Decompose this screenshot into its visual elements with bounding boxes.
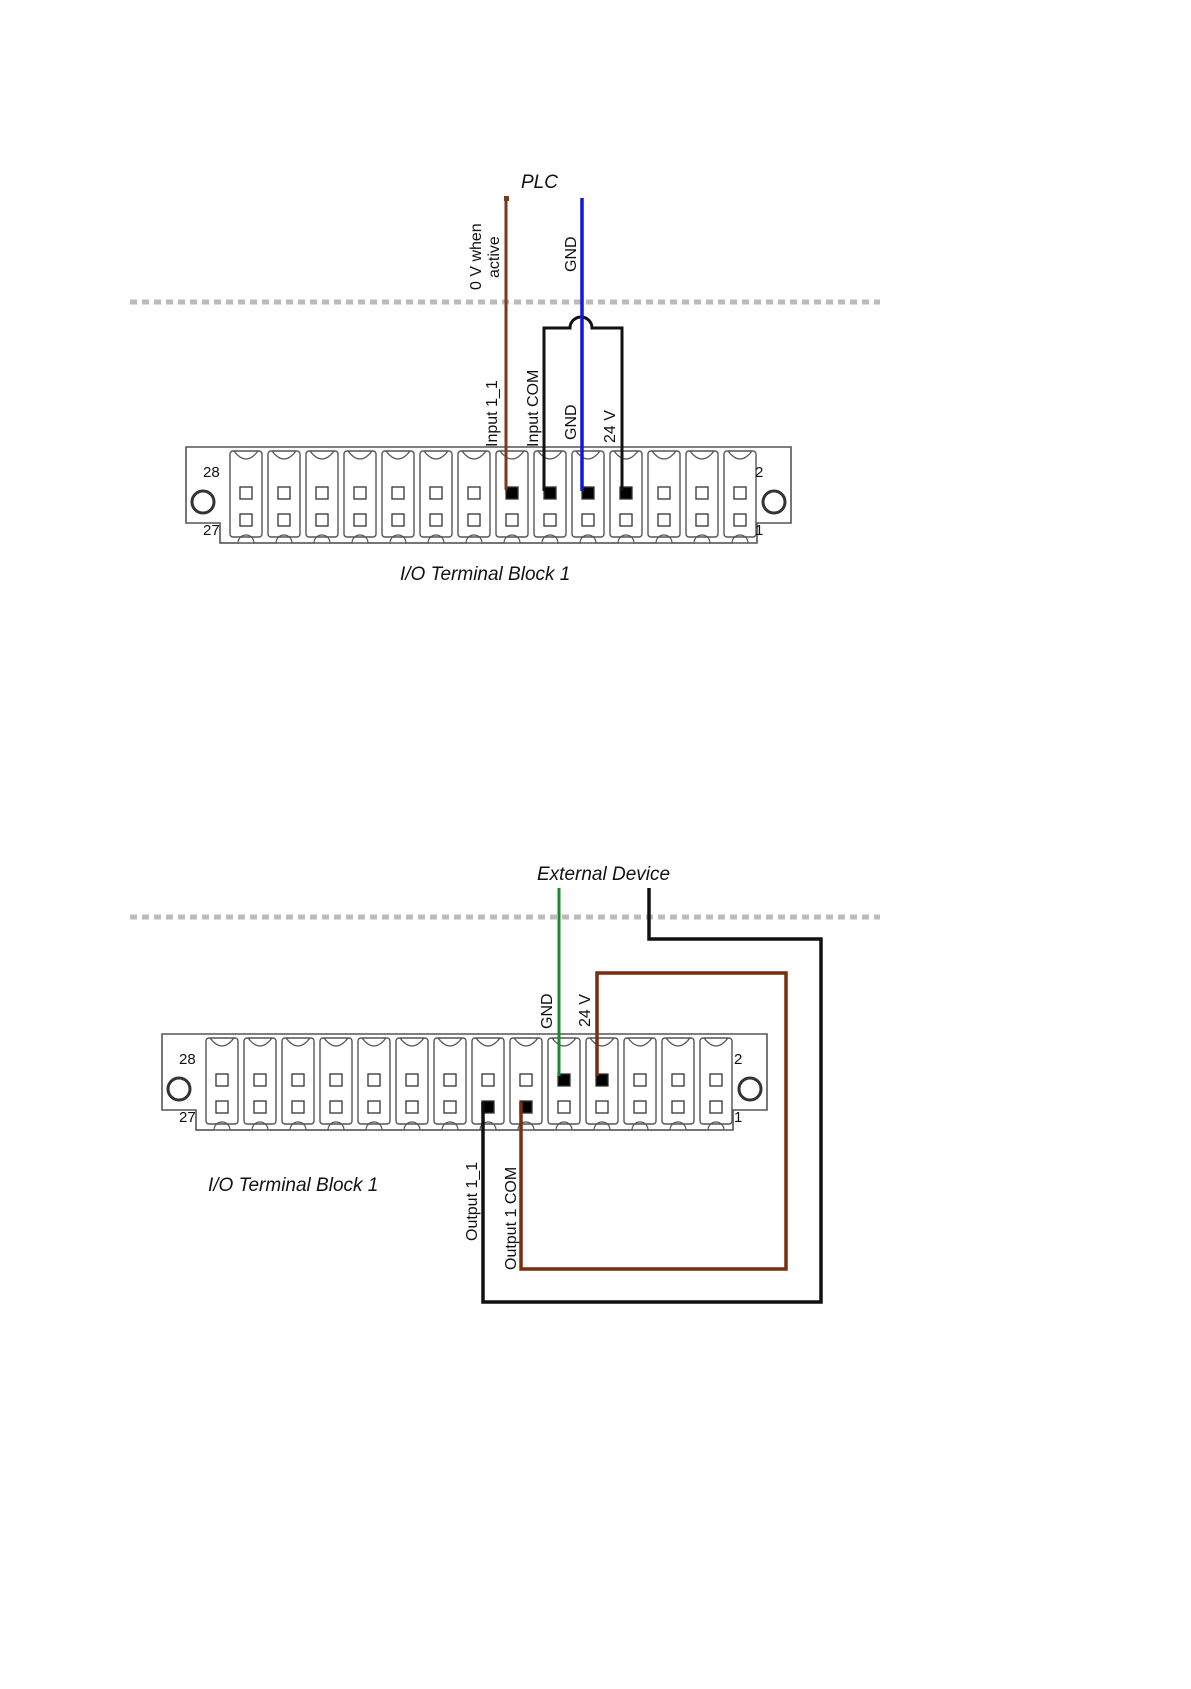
pin <box>278 514 290 526</box>
pin <box>406 1074 418 1086</box>
signal-label-line2: active <box>486 236 503 278</box>
mounting-hole-right <box>763 491 785 513</box>
mounting-hole-right <box>739 1078 761 1100</box>
gnd-upper-label: GND <box>563 236 580 272</box>
pin <box>368 1101 380 1113</box>
pin <box>240 514 252 526</box>
mounting-hole-left <box>168 1078 190 1100</box>
24v-pin-label: 24 V <box>602 410 619 443</box>
pin <box>240 487 252 499</box>
pin <box>292 1074 304 1086</box>
terminal-block-1 <box>186 447 791 543</box>
pin <box>696 514 708 526</box>
terminal-block-label: I/O Terminal Block 1 <box>208 1175 378 1196</box>
pin <box>354 487 366 499</box>
gnd-pin-label: GND <box>563 404 580 440</box>
pin <box>392 487 404 499</box>
pin-number-1: 1 <box>755 522 763 539</box>
output-1-1-label: Output 1_1 <box>464 1162 481 1241</box>
pin <box>392 514 404 526</box>
pin-number-2: 2 <box>734 1051 742 1068</box>
pin <box>216 1074 228 1086</box>
output-1-com-label: Output 1 COM <box>503 1167 520 1270</box>
pin <box>330 1074 342 1086</box>
terminal-block-label: I/O Terminal Block 1 <box>400 564 570 585</box>
pin <box>696 487 708 499</box>
terminal-block-1 <box>162 1034 767 1130</box>
pin <box>316 514 328 526</box>
pin <box>368 1074 380 1086</box>
pin <box>658 487 670 499</box>
pin <box>710 1074 722 1086</box>
pin-number-2: 2 <box>755 464 763 481</box>
24v-pin-label: 24 V <box>577 994 594 1027</box>
pin <box>506 514 518 526</box>
pin <box>544 514 556 526</box>
connected-pin <box>582 487 594 499</box>
connected-pin <box>506 487 518 499</box>
pin-number-27: 27 <box>179 1109 196 1126</box>
pin <box>406 1101 418 1113</box>
pin-number-27: 27 <box>203 522 220 539</box>
pin <box>444 1074 456 1086</box>
external-device-title: External Device <box>537 864 670 885</box>
input-com-label: Input COM <box>525 370 542 447</box>
pin <box>658 514 670 526</box>
pin-number-1: 1 <box>734 1109 742 1126</box>
pin <box>468 487 480 499</box>
pin <box>292 1101 304 1113</box>
output-wiring-diagram: External Device 28 27 2 1 GND 24 V Outpu… <box>130 864 880 1302</box>
plc-title: PLC <box>521 172 558 193</box>
pin <box>354 514 366 526</box>
pin <box>520 1074 532 1086</box>
pin <box>216 1101 228 1113</box>
signal-label-line1: 0 V when <box>468 223 485 290</box>
pin <box>254 1101 266 1113</box>
gnd-pin-label: GND <box>539 993 556 1029</box>
pin <box>582 514 594 526</box>
pin <box>734 487 746 499</box>
pin <box>430 487 442 499</box>
pin <box>444 1101 456 1113</box>
pin <box>634 1074 646 1086</box>
mounting-hole-left <box>192 491 214 513</box>
pin <box>620 514 632 526</box>
pin <box>254 1074 266 1086</box>
pin <box>278 487 290 499</box>
pin-number-28: 28 <box>203 464 220 481</box>
pin <box>468 514 480 526</box>
input-1-1-label: Input 1_1 <box>484 380 501 447</box>
pin <box>634 1101 646 1113</box>
pin <box>430 514 442 526</box>
pin <box>482 1074 494 1086</box>
pin <box>672 1074 684 1086</box>
pin <box>558 1101 570 1113</box>
pin-number-28: 28 <box>179 1051 196 1068</box>
input-wiring-diagram: PLC 0 V when active GND 28 27 2 1 Input … <box>130 172 880 585</box>
pin <box>316 487 328 499</box>
signal-wire-end <box>504 196 509 201</box>
pin <box>672 1101 684 1113</box>
pin <box>710 1101 722 1113</box>
pin <box>596 1101 608 1113</box>
pin <box>734 514 746 526</box>
connected-pin <box>544 487 556 499</box>
pin <box>330 1101 342 1113</box>
